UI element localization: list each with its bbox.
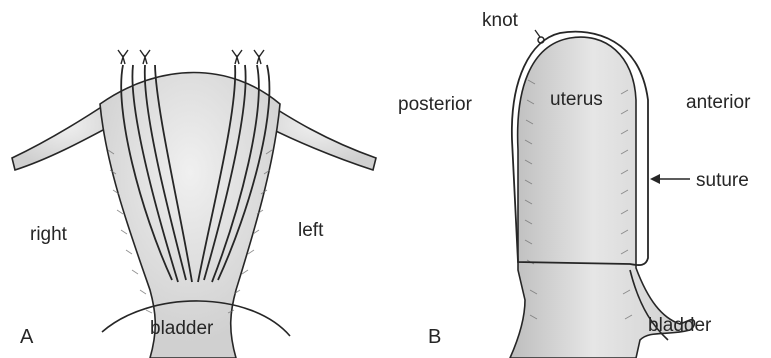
suture-arrowhead bbox=[650, 174, 660, 184]
label-right: right bbox=[30, 224, 68, 245]
label-bladder-b: bladder bbox=[648, 315, 712, 336]
uterus-front-view bbox=[12, 73, 376, 358]
panel-letter-a: A bbox=[20, 326, 34, 348]
label-suture: suture bbox=[696, 170, 749, 191]
knot-leader bbox=[535, 30, 540, 37]
label-anterior: anterior bbox=[686, 92, 751, 113]
uterus-side-view bbox=[510, 37, 695, 358]
label-bladder-a: bladder bbox=[150, 318, 214, 339]
panel-b: knot posterior uterus anterior suture bl… bbox=[398, 10, 751, 358]
label-posterior: posterior bbox=[398, 94, 473, 115]
label-knot: knot bbox=[482, 10, 519, 31]
label-left: left bbox=[298, 220, 324, 241]
label-uterus: uterus bbox=[550, 89, 603, 110]
panel-letter-b: B bbox=[428, 326, 441, 348]
suture-knots bbox=[118, 50, 264, 64]
panel-a: right left bladder A bbox=[12, 50, 376, 358]
